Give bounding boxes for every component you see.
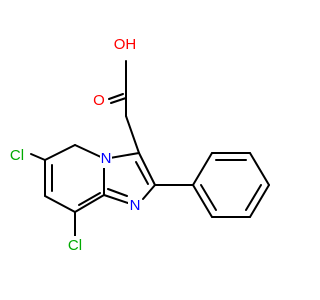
o-label-bg (92, 92, 106, 110)
oh-label: OH (114, 36, 137, 53)
cl-bottom-label: Cl (68, 237, 82, 254)
cl-top-label-bg (6, 146, 28, 166)
bond-ph-inner-2 (245, 184, 262, 211)
molecule-structure-diagram: OH O N N Cl Cl (6, 35, 270, 256)
bond-c3-c2 (138, 152, 156, 186)
bond-layer (30, 60, 270, 237)
bond-c-o-double-1 (110, 97, 127, 104)
bond-c2-n (142, 184, 156, 200)
bond-ph3 (249, 152, 270, 186)
bond-ph-inner-3 (200, 184, 217, 211)
bond-c3-ch2 (125, 115, 140, 154)
o-label: O (93, 92, 105, 109)
n-ring-label: N (101, 150, 112, 167)
bond-c8-c8a (74, 194, 105, 213)
bond-c-o-double-2 (108, 93, 124, 100)
bond-ph1 (192, 152, 213, 186)
oh-label-bg (113, 35, 137, 55)
bond-c7-c8 (44, 195, 76, 213)
bond-c8-c8a-inner (78, 192, 101, 206)
n-imine-label: N (130, 197, 141, 214)
bond-ph6 (192, 184, 213, 218)
atom-label-layer: OH O N N Cl Cl (6, 35, 142, 256)
cl-bottom-label-bg (64, 236, 86, 256)
bond-ph4 (249, 184, 270, 218)
bond-c6-cl (30, 153, 46, 161)
n-ring-label-bg (100, 150, 112, 168)
bond-c3-c2-inner (135, 161, 149, 185)
bond-n-c8a (103, 194, 129, 204)
cl-top-label: Cl (10, 147, 24, 164)
n-imine-label-bg (128, 197, 142, 215)
bond-c5-c6 (44, 144, 76, 161)
bond-n1-c5 (74, 144, 104, 159)
bond-n-c8a-inner (107, 188, 128, 197)
bond-n1-c3 (109, 152, 140, 159)
